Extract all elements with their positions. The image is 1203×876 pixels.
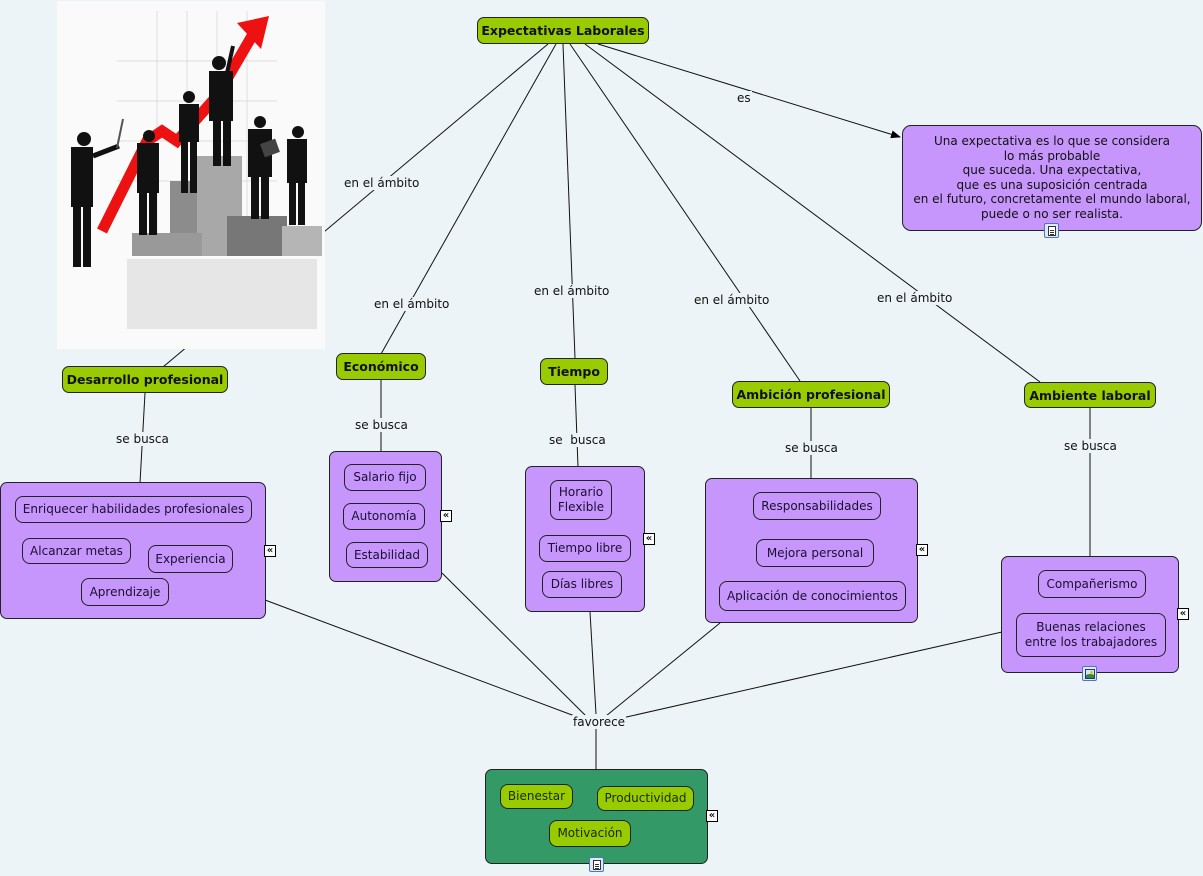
- item-label: Alcanzar metas: [30, 543, 123, 558]
- link-label-se-busca: se busca: [784, 441, 839, 455]
- link-label-ambito-ambicion: en el ámbito: [693, 293, 771, 307]
- image-icon[interactable]: [1082, 666, 1097, 681]
- definition-line: Una expectativa es lo que se considera: [933, 134, 1171, 148]
- collapse-icon[interactable]: «: [916, 544, 928, 556]
- item-buenas-relaciones[interactable]: Buenas relaciones entre los trabajadores: [1016, 613, 1166, 657]
- collapse-icon[interactable]: «: [440, 510, 452, 522]
- item-label: Motivación: [557, 826, 623, 840]
- item-label: Tiempo libre: [547, 541, 623, 555]
- link-fav-ambiente: [621, 631, 1003, 719]
- collapse-icon[interactable]: «: [264, 545, 276, 557]
- link-tiempo-group: [574, 384, 579, 468]
- item-bienestar[interactable]: Bienestar: [500, 784, 573, 809]
- concept-label: Tiempo: [548, 364, 600, 379]
- item-label: Aplicación de conocimientos: [726, 588, 899, 603]
- item-estabilidad[interactable]: Estabilidad: [346, 542, 428, 568]
- item-enriquecer-habilidades[interactable]: Enriquecer habilidades profesionales: [15, 496, 252, 523]
- item-label: Compañerismo: [1046, 576, 1138, 591]
- link-es: [597, 43, 901, 139]
- link-tiempo: [562, 43, 576, 359]
- item-motivacion[interactable]: Motivación: [549, 820, 631, 847]
- concept-economico[interactable]: Económico: [336, 353, 426, 380]
- item-label: Productividad: [604, 791, 687, 805]
- item-label: Salario fijo: [353, 470, 417, 484]
- item-dias-libres[interactable]: Días libres: [542, 571, 622, 598]
- link-label-ambito-tiempo: en el ámbito: [533, 284, 611, 298]
- link-fav-ambicion: [605, 622, 721, 717]
- item-productividad[interactable]: Productividad: [597, 786, 694, 811]
- concept-label: Económico: [343, 359, 419, 374]
- group-outcomes[interactable]: Bienestar Productividad Motivación: [485, 769, 708, 864]
- item-alcanzar-metas[interactable]: Alcanzar metas: [22, 538, 131, 564]
- link-fav-tiempo: [589, 611, 597, 715]
- concept-ambicion-profesional[interactable]: Ambición profesional: [732, 381, 890, 408]
- link-label-se-busca: se busca: [548, 433, 607, 447]
- item-label: Horario Flexible: [557, 485, 605, 514]
- item-responsabilidades[interactable]: Responsabilidades: [753, 492, 881, 520]
- collapse-icon[interactable]: «: [643, 533, 655, 545]
- document-icon[interactable]: [1044, 223, 1059, 238]
- group-desarrollo-profesional[interactable]: Enriquecer habilidades profesionales Alc…: [0, 482, 266, 619]
- link-label-ambito-economico: en el ámbito: [373, 297, 451, 311]
- link-label-favorece: favorece: [572, 715, 627, 729]
- link-fav-desarrollo: [264, 599, 581, 719]
- collapse-icon[interactable]: «: [1177, 608, 1189, 620]
- item-label: Enriquecer habilidades profesionales: [22, 502, 245, 516]
- concept-desarrollo-profesional[interactable]: Desarrollo profesional: [62, 366, 228, 393]
- item-label: Días libres: [550, 577, 614, 591]
- link-label-se-busca: se busca: [115, 432, 170, 446]
- link-label-ambito-desarrollo: en el ámbito: [343, 176, 421, 190]
- link-label-se-busca: se busca: [1063, 439, 1118, 453]
- link-ambiente: [584, 43, 1041, 383]
- item-aplicacion-conocimientos[interactable]: Aplicación de conocimientos: [719, 581, 906, 611]
- item-autonomia[interactable]: Autonomía: [343, 503, 425, 530]
- item-aprendizaje[interactable]: Aprendizaje: [81, 578, 169, 606]
- group-ambiente-laboral[interactable]: Compañerismo Buenas relaciones entre los…: [1001, 556, 1179, 673]
- root-concept[interactable]: Expectativas Laborales: [477, 17, 649, 44]
- definition-text: Una expectativa es lo que se considera l…: [903, 126, 1201, 221]
- link-label-es: es: [736, 91, 752, 105]
- link-label-se-busca: se busca: [354, 418, 409, 432]
- collapse-icon[interactable]: «: [706, 810, 718, 822]
- item-label: Responsabilidades: [761, 498, 873, 513]
- link-label-ambito-ambiente: en el ámbito: [876, 291, 954, 305]
- definition-line: que es una suposición centrada: [956, 177, 1148, 192]
- document-icon[interactable]: [589, 857, 604, 872]
- group-economico[interactable]: Salario fijo Autonomía Estabilidad: [329, 451, 442, 582]
- concept-label: Desarrollo profesional: [66, 372, 224, 387]
- link-ambicion: [569, 43, 801, 382]
- concept-ambiente-laboral[interactable]: Ambiente laboral: [1024, 382, 1156, 408]
- item-horario-flexible[interactable]: Horario Flexible: [550, 480, 612, 520]
- group-tiempo[interactable]: Horario Flexible Tiempo libre Días libre…: [525, 466, 645, 612]
- item-companerismo[interactable]: Compañerismo: [1038, 570, 1146, 598]
- item-tiempo-libre[interactable]: Tiempo libre: [539, 535, 631, 562]
- item-label: Mejora personal: [766, 545, 864, 560]
- group-ambicion-profesional[interactable]: Responsabilidades Mejora personal Aplica…: [705, 478, 918, 623]
- item-experiencia[interactable]: Experiencia: [148, 545, 233, 573]
- definition-concept[interactable]: Una expectativa es lo que se considera l…: [902, 125, 1202, 231]
- root-concept-label: Expectativas Laborales: [481, 23, 645, 38]
- business-growth-image[interactable]: [57, 1, 325, 349]
- item-label: Buenas relaciones entre los trabajadores: [1024, 620, 1158, 649]
- concept-label: Ambiente laboral: [1029, 387, 1151, 403]
- concept-tiempo[interactable]: Tiempo: [540, 358, 608, 385]
- item-label: Autonomía: [351, 509, 417, 523]
- item-mejora-personal[interactable]: Mejora personal: [756, 539, 874, 567]
- definition-line: puede o no ser realista.: [981, 206, 1123, 221]
- item-salario-fijo[interactable]: Salario fijo: [344, 464, 426, 491]
- item-label: Estabilidad: [353, 547, 421, 562]
- definition-line: en el futuro, concretamente el mundo lab…: [913, 192, 1191, 206]
- concept-label: Ambición profesional: [736, 387, 886, 402]
- definition-line: lo más probable: [1003, 148, 1101, 163]
- link-fav-economico: [441, 572, 587, 717]
- item-label: Experiencia: [155, 551, 226, 566]
- item-label: Bienestar: [507, 789, 566, 803]
- item-label: Aprendizaje: [89, 584, 161, 599]
- definition-line: que suceda. Una expectativa,: [962, 163, 1142, 177]
